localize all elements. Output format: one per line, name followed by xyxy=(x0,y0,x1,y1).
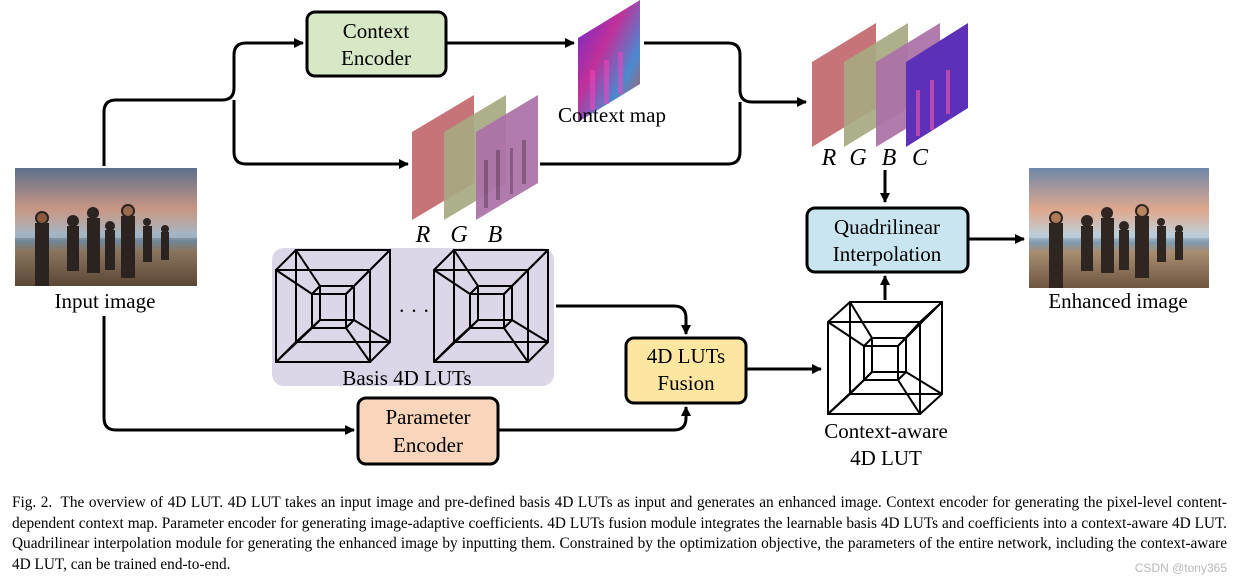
rgb-channel-stack xyxy=(412,95,538,220)
quadrilinear-interpolation-block xyxy=(805,206,970,274)
rgb-label-g: G xyxy=(450,222,467,248)
basis-lut-cube-n-icon xyxy=(433,249,549,363)
context-aware-lut-cube-icon xyxy=(827,301,943,415)
edge-parameter-to-fusion xyxy=(498,406,691,432)
rgbc-label-c: C xyxy=(912,145,929,171)
edge-input-to-parameter-encoder xyxy=(102,316,355,435)
rgbc-label-g: G xyxy=(849,145,866,171)
watermark: CSDN @tony365 xyxy=(1134,561,1227,575)
channel-c xyxy=(906,23,968,147)
connectors xyxy=(102,38,1025,435)
rgb-label-r: R xyxy=(415,222,431,248)
edge-input-to-rgb xyxy=(232,100,409,169)
context-encoder-label-line1: Context xyxy=(343,19,410,43)
input-image-label: Input image xyxy=(55,289,156,313)
figure-caption: Fig. 2. The overview of 4D LUT. 4D LUT t… xyxy=(12,493,1227,575)
parameter-encoder-label-line2: Encoder xyxy=(393,433,463,457)
context-encoder-block xyxy=(305,10,448,78)
figure-number: Fig. 2. xyxy=(12,494,53,511)
caption-text: The overview of 4D LUT. 4D LUT takes an … xyxy=(12,494,1227,573)
fusion-label-line2: Fusion xyxy=(657,371,715,395)
parameter-encoder-label-line1: Parameter xyxy=(385,405,470,429)
basis-lut-cube-1-icon xyxy=(275,249,391,363)
context-aware-lut-label-line2: 4D LUT xyxy=(850,446,922,470)
basis-luts-panel xyxy=(272,248,554,386)
context-map-label: Context map xyxy=(558,103,666,127)
parameter-encoder-block xyxy=(356,396,500,466)
quadrilinear-label-line2: Interpolation xyxy=(833,242,942,266)
basis-luts-ellipsis: · · · xyxy=(398,299,429,323)
rgbc-label-b: B xyxy=(882,145,897,171)
rgbc-channel-stack xyxy=(812,23,968,147)
framework-diagram: R G B R G B C xyxy=(15,0,1209,470)
edge-input-to-context-encoder xyxy=(102,38,304,166)
input-image xyxy=(15,168,197,286)
enhanced-image-label: Enhanced image xyxy=(1048,289,1187,313)
context-map xyxy=(578,0,640,122)
context-encoder-label-line2: Encoder xyxy=(341,46,411,70)
rgb-label-b: B xyxy=(488,222,503,248)
fusion-label-line1: 4D LUTs xyxy=(647,344,725,368)
luts-fusion-block xyxy=(624,336,748,405)
context-aware-lut-label-line1: Context-aware xyxy=(824,419,948,443)
rgbc-label-r: R xyxy=(821,145,837,171)
channel-b xyxy=(476,95,538,220)
enhanced-image xyxy=(1029,168,1209,288)
basis-luts-label: Basis 4D LUTs xyxy=(342,366,471,390)
quadrilinear-label-line1: Quadrilinear xyxy=(834,215,940,239)
edge-map-to-merge xyxy=(644,41,807,107)
edge-basis-to-fusion xyxy=(556,304,691,335)
edge-rgb-to-merge xyxy=(540,102,742,166)
